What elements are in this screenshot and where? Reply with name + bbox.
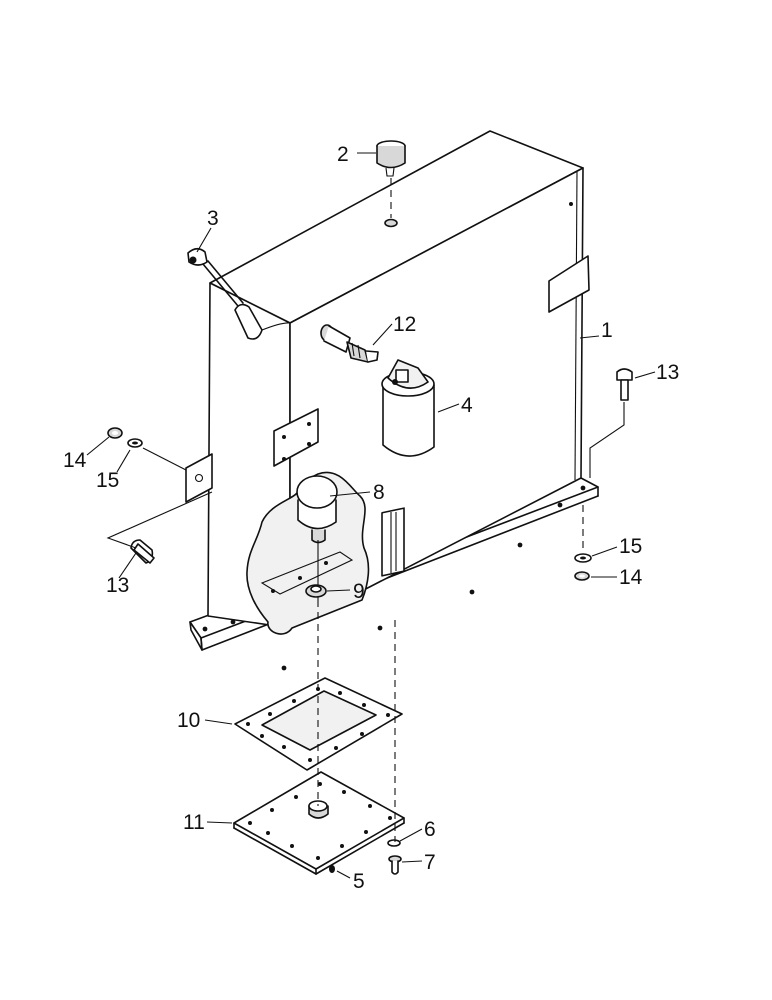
- callout-6: 6: [424, 818, 436, 841]
- tank-cutaway: [246, 471, 370, 635]
- washer-15-right: [574, 553, 592, 563]
- callout-14-left: 14: [63, 449, 87, 472]
- sight-gauge: [381, 507, 405, 577]
- flange-holes: [202, 485, 586, 671]
- nut-14-left: [107, 427, 123, 439]
- callout-15-left: 15: [96, 469, 119, 492]
- washer-15-left: [127, 438, 143, 448]
- callout-2: 2: [337, 143, 349, 166]
- front-mounting-plate: [273, 408, 319, 467]
- breather-cap: [376, 140, 406, 228]
- callout-12: 12: [393, 313, 416, 336]
- hydraulic-tank: [185, 130, 599, 671]
- bolt-7: [388, 855, 402, 875]
- nut-14-right: [574, 571, 590, 581]
- callout-9: 9: [353, 580, 365, 603]
- return-filter: [381, 359, 435, 457]
- callout-1: 1: [601, 319, 613, 342]
- washer-6: [387, 839, 401, 847]
- bolt-5: [329, 865, 335, 873]
- bolt-13-right: [616, 368, 633, 401]
- bolt-13-left: [130, 539, 155, 564]
- callout-7: 7: [424, 851, 436, 874]
- callout-5: 5: [353, 870, 365, 893]
- drain-coupling: [305, 584, 327, 598]
- leader-lines: [86, 152, 656, 879]
- cover-plate: [233, 771, 405, 875]
- left-mounting-bracket: [185, 453, 213, 503]
- callout-10: 10: [177, 709, 200, 732]
- callout-15-right: 15: [619, 535, 642, 558]
- suction-strainer: [296, 475, 338, 600]
- callout-8: 8: [373, 481, 385, 504]
- callout-3: 3: [207, 207, 219, 230]
- right-mounting-bracket: [548, 255, 590, 313]
- check-valve: [320, 324, 379, 363]
- callout-4: 4: [461, 394, 473, 417]
- callout-11: 11: [183, 811, 205, 834]
- callout-13-right: 13: [656, 361, 679, 384]
- filler-cap-dipstick: [187, 247, 291, 340]
- callout-labels: 2 3 1 12 13 4 8 9 14 15 13 15 14 10 11 6…: [63, 143, 679, 893]
- callout-13-left: 13: [106, 574, 129, 597]
- assembly-lines: [106, 402, 625, 842]
- callout-14-right: 14: [619, 566, 643, 589]
